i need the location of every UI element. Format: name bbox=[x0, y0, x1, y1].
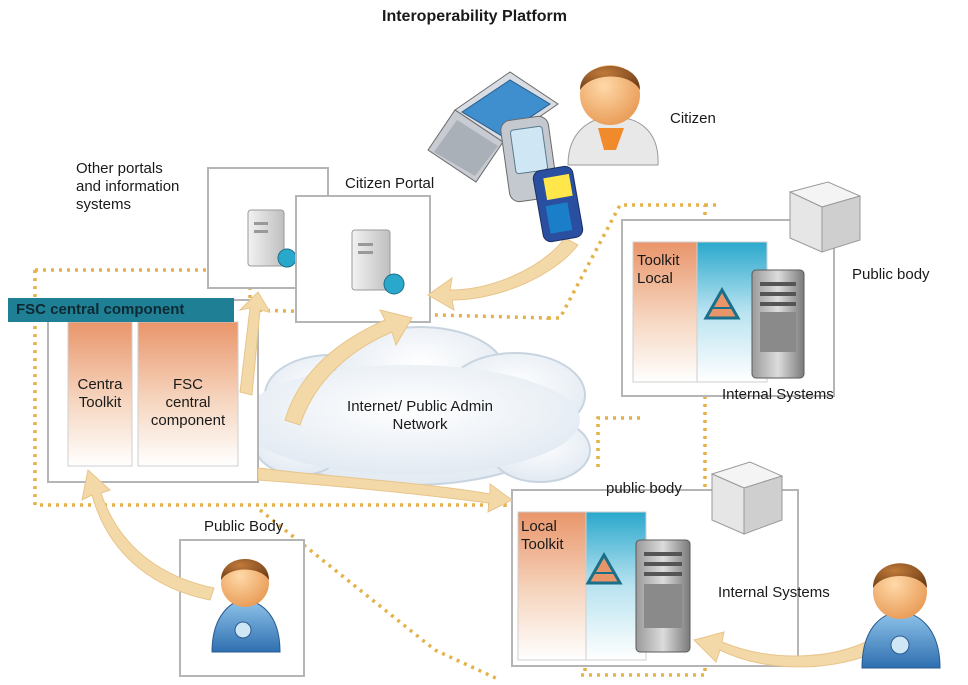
citizen-person-icon bbox=[567, 65, 659, 166]
right-lower-dotted bbox=[596, 416, 640, 470]
public-body-right-person-icon bbox=[861, 563, 941, 669]
label-local-toolkit-line2: Toolkit bbox=[521, 536, 564, 553]
label-internal-systems-bottom: Internal Systems bbox=[718, 584, 830, 601]
mobile-phone-icon bbox=[532, 165, 584, 243]
label-network: Internet/ Public Admin Network bbox=[330, 398, 510, 434]
public-body-left-person-icon bbox=[211, 559, 281, 653]
label-local-toolkit: Local Toolkit bbox=[521, 518, 564, 554]
label-public-body-left: Public Body bbox=[204, 518, 284, 535]
public-body-bottom-building-icon bbox=[710, 461, 784, 535]
arrows bbox=[81, 237, 881, 668]
label-central-toolkit-line2: Toolkit bbox=[78, 394, 122, 411]
rack-server-icon-top bbox=[751, 269, 805, 379]
label-local-toolkit-line1: Local bbox=[521, 518, 557, 535]
other-portals-server-icon bbox=[247, 209, 297, 268]
label-public-body-top: Public body bbox=[852, 266, 930, 283]
arrow-device-to-portal bbox=[427, 237, 579, 311]
label-citizen: Citizen bbox=[670, 110, 716, 127]
central-toolkit-panel bbox=[67, 321, 133, 467]
label-fsc-central: FSC central component bbox=[136, 376, 240, 430]
label-network-line1: Internet/ Public Admin bbox=[347, 398, 493, 415]
label-internal-systems-top: Internal Systems bbox=[722, 386, 834, 403]
label-toolkit-local-line2: Local bbox=[637, 270, 673, 287]
public-body-top-building-icon bbox=[788, 181, 862, 253]
arrow-fsc-to-other-portals bbox=[238, 291, 272, 396]
connector-icon-top bbox=[703, 286, 741, 320]
label-citizen-portal: Citizen Portal bbox=[345, 175, 435, 192]
network-cloud bbox=[240, 326, 591, 486]
label-fsc-central-line3: component bbox=[150, 412, 226, 429]
rack-server-icon-bottom bbox=[635, 539, 691, 653]
label-fsc-central-line1: FSC bbox=[173, 376, 203, 393]
arrow-user-to-bottom-body bbox=[693, 631, 881, 668]
arrow-fsc-to-bottom-body bbox=[257, 467, 513, 513]
label-other-portals-line3: systems bbox=[76, 196, 132, 213]
citizen-portal-server-icon bbox=[351, 229, 405, 295]
network-dotted-frame bbox=[40, 468, 507, 510]
label-central-toolkit-line1: Centra bbox=[77, 376, 123, 393]
label-other-portals-line1: Other portals bbox=[76, 160, 163, 177]
fsc-central-panel bbox=[137, 321, 239, 467]
label-fsc-central-line2: central bbox=[165, 394, 211, 411]
toolkit-local-panel bbox=[632, 241, 698, 383]
label-central-toolkit: Centra Toolkit bbox=[62, 376, 138, 412]
label-toolkit-local-line1: Toolkit bbox=[637, 252, 680, 269]
arrow-public-body-to-fsc bbox=[81, 469, 215, 601]
label-other-portals-line2: and information bbox=[76, 178, 180, 195]
connector-icon-bottom bbox=[585, 551, 623, 585]
arrow-cloud-to-citizen-portal bbox=[284, 309, 413, 426]
fsc-central-component-bar: FSC central component bbox=[8, 298, 234, 322]
label-public-body-bottom: public body bbox=[606, 480, 682, 497]
label-network-line2: Network bbox=[392, 416, 448, 433]
laptop-icon bbox=[427, 71, 559, 183]
diagram-title: Interoperability Platform bbox=[382, 8, 567, 25]
bottom-dotted-frame bbox=[258, 508, 501, 682]
label-toolkit-local: Toolkit Local bbox=[637, 252, 680, 288]
